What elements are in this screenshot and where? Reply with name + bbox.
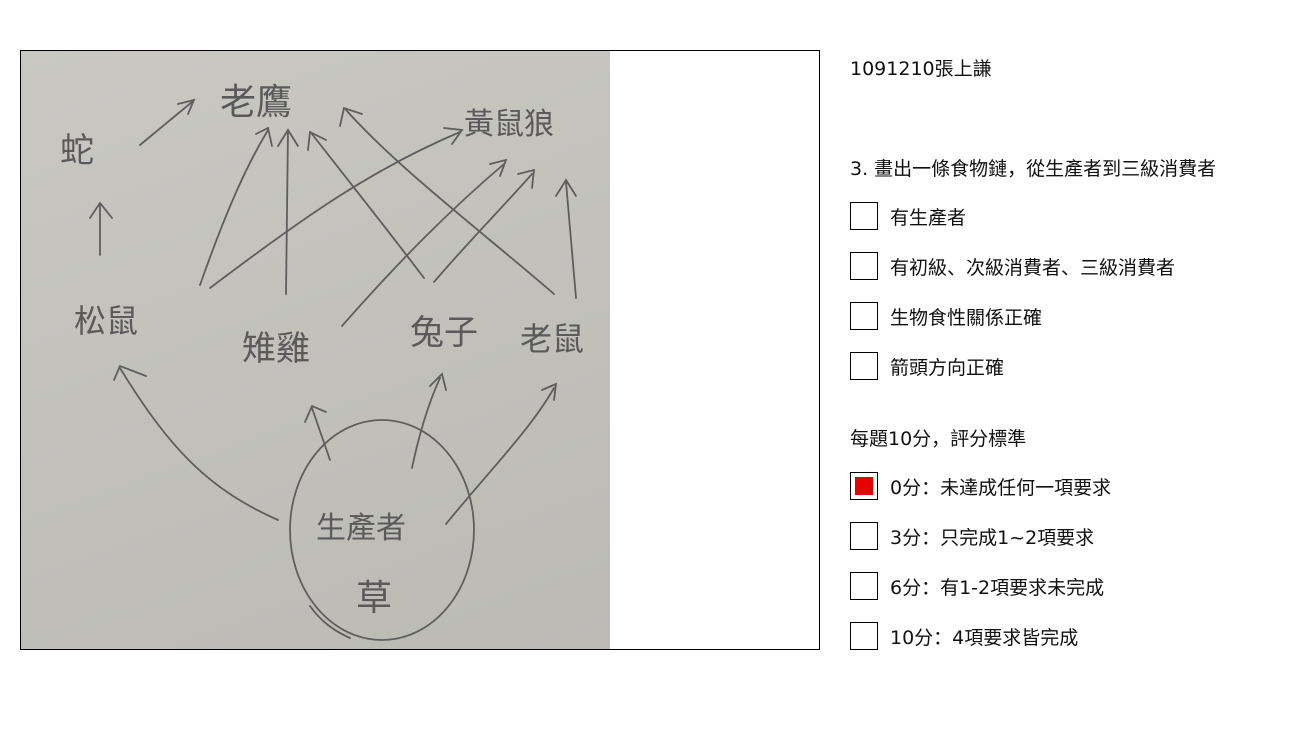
- score-label: 6分：有1-2項要求未完成: [890, 576, 1105, 599]
- label-snake: 蛇: [60, 131, 94, 171]
- producer-circle: [289, 419, 475, 641]
- score-checkbox[interactable]: [850, 572, 878, 600]
- score-label: 10分：4項要求皆完成: [890, 626, 1079, 649]
- label-weasel: 黃鼠狼: [464, 107, 554, 142]
- criterion-label: 有生產者: [890, 206, 967, 229]
- score-option-row[interactable]: 10分：4項要求皆完成: [850, 621, 1078, 651]
- criterion-checkbox[interactable]: [850, 302, 878, 330]
- food-web-drawing-photo: 蛇 老鷹 黃鼠狼 松鼠 雉雞 兔子 老鼠 生產者 草: [20, 50, 610, 650]
- label-squirrel: 松鼠: [74, 302, 138, 340]
- score-label: 3分：只完成1~2項要求: [890, 526, 1095, 549]
- scoring-title: 每題10分，評分標準: [850, 428, 1027, 450]
- criterion-row[interactable]: 生物食性關係正確: [850, 301, 1042, 331]
- criterion-checkbox[interactable]: [850, 352, 878, 380]
- criterion-label: 箭頭方向正確: [890, 356, 1005, 379]
- score-option-row[interactable]: 0分：未達成任何一項要求: [850, 471, 1111, 501]
- criterion-row[interactable]: 箭頭方向正確: [850, 351, 1004, 381]
- criterion-label: 生物食性關係正確: [890, 306, 1043, 329]
- student-name: 1091210張上謙: [850, 58, 992, 80]
- question-title: 3. 畫出一條食物鏈，從生產者到三級消費者: [850, 158, 1217, 180]
- score-checkbox[interactable]: [850, 522, 878, 550]
- label-pheasant: 雉雞: [242, 329, 310, 369]
- criterion-row[interactable]: 有初級、次級消費者、三級消費者: [850, 251, 1175, 281]
- criterion-label: 有初級、次級消費者、三級消費者: [890, 256, 1176, 279]
- label-mouse: 老鼠: [520, 320, 584, 358]
- food-web-drawing: 蛇 老鷹 黃鼠狼 松鼠 雉雞 兔子 老鼠 生產者 草: [60, 82, 584, 641]
- label-producer: 生產者: [316, 511, 406, 546]
- score-option-row[interactable]: 6分：有1-2項要求未完成: [850, 571, 1104, 601]
- criterion-row[interactable]: 有生產者: [850, 201, 966, 231]
- label-eagle: 老鷹: [220, 82, 292, 123]
- score-checkbox[interactable]: [850, 472, 878, 500]
- label-rabbit: 兔子: [410, 313, 478, 353]
- score-label: 0分：未達成任何一項要求: [890, 476, 1112, 499]
- score-checkbox[interactable]: [850, 622, 878, 650]
- criterion-checkbox[interactable]: [850, 252, 878, 280]
- criterion-checkbox[interactable]: [850, 202, 878, 230]
- label-grass: 草: [356, 578, 392, 619]
- score-option-row[interactable]: 3分：只完成1~2項要求: [850, 521, 1094, 551]
